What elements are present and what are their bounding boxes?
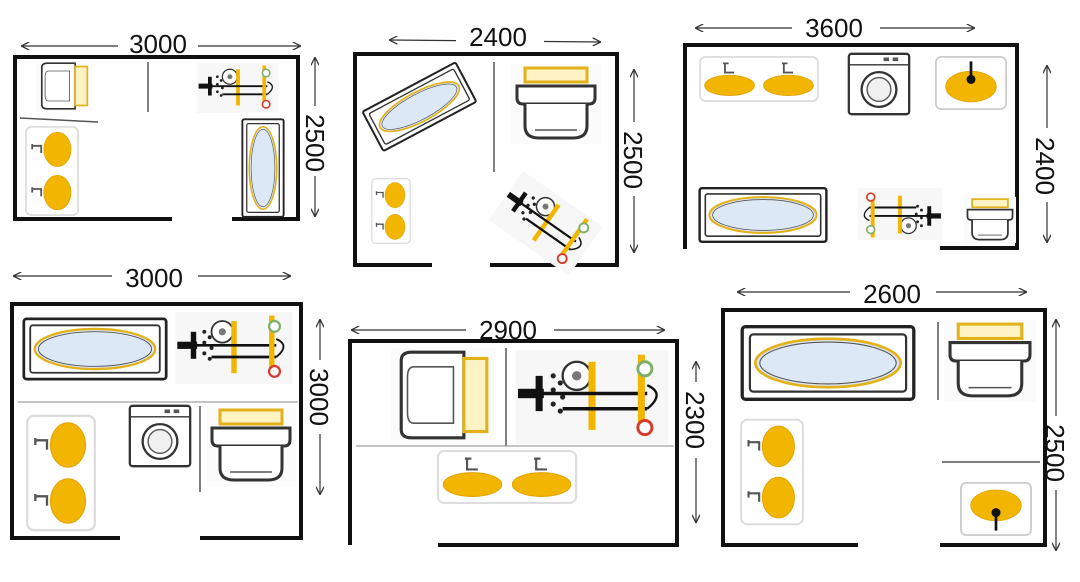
toilet-icon <box>204 406 298 486</box>
bathtub-icon <box>361 61 478 153</box>
shower-icon <box>176 312 293 384</box>
height-label: 2300 <box>680 391 710 449</box>
width-label: 3000 <box>129 29 187 59</box>
room-walls <box>683 43 1019 250</box>
shower-icon <box>858 188 943 240</box>
washing-machine-icon <box>128 404 192 468</box>
shower-icon <box>516 350 669 444</box>
shower-icon <box>197 63 278 113</box>
bathtub-icon <box>698 186 828 244</box>
toilet-icon <box>510 64 602 144</box>
room-walls <box>13 55 300 221</box>
double-sink-icon <box>24 126 80 216</box>
washing-machine-icon <box>847 52 911 116</box>
layout-3: 3600 2400 <box>683 12 1062 250</box>
double-sink-icon <box>436 450 578 504</box>
width-label: 3000 <box>125 263 183 293</box>
toilet-icon <box>35 61 93 111</box>
shower-icon <box>489 171 603 276</box>
toilet-icon <box>389 348 497 442</box>
height-label: 2500 <box>300 114 330 172</box>
layout-2: 2400 2500 <box>353 22 650 276</box>
double-sink-icon <box>740 418 804 526</box>
layout-4: 3000 3000 <box>10 262 336 540</box>
double-sink-icon <box>26 414 96 532</box>
toilet-icon <box>964 196 1016 244</box>
height-label: 2400 <box>1030 137 1060 195</box>
layout-5: 2900 2300 <box>348 314 712 547</box>
room-walls <box>348 339 679 547</box>
layout-6: 2600 2500 <box>721 278 1072 550</box>
height-label: 3000 <box>304 368 334 426</box>
sink-icon <box>959 482 1033 536</box>
bathtub-icon <box>740 324 916 402</box>
room-walls <box>353 52 619 267</box>
width-label: 2600 <box>863 279 921 309</box>
double-sink-icon <box>371 178 411 244</box>
toilet-icon <box>942 320 1038 402</box>
layout-1: 3000 2500 <box>13 29 331 221</box>
room-walls <box>10 302 303 540</box>
bathtub-icon <box>240 118 286 218</box>
width-label: 2400 <box>469 22 527 52</box>
room-walls <box>721 308 1047 547</box>
double-sink-icon <box>699 56 819 102</box>
height-label: 2500 <box>618 131 648 189</box>
bathtub-icon <box>22 317 168 381</box>
sink-icon <box>934 56 1008 110</box>
width-label: 3600 <box>805 13 863 43</box>
